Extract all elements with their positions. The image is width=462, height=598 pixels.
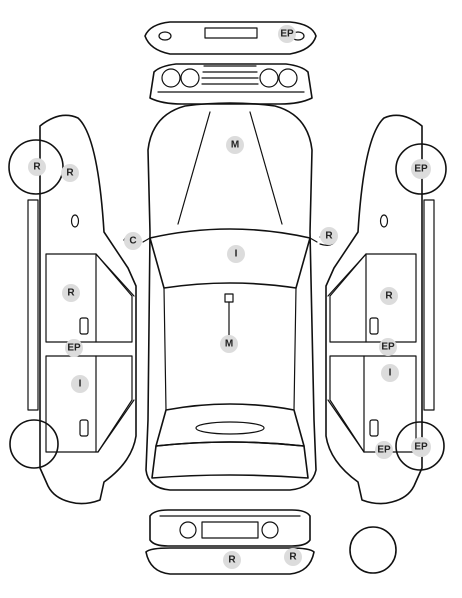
svg-text:EP: EP	[280, 29, 294, 40]
svg-text:R: R	[325, 231, 333, 242]
svg-text:C: C	[129, 236, 136, 247]
badge-right-front-wheel-ep[interactable]: EP	[411, 159, 431, 179]
svg-text:M: M	[225, 339, 233, 350]
right-side-view[interactable]	[319, 114, 447, 505]
badge-front-bumper-ep[interactable]: EP	[278, 25, 296, 43]
badge-left-rear-door-i[interactable]: I	[71, 375, 89, 393]
svg-text:R: R	[228, 555, 236, 566]
svg-text:R: R	[66, 168, 74, 179]
svg-text:EP: EP	[377, 445, 391, 456]
svg-text:R: R	[33, 162, 41, 173]
svg-text:M: M	[231, 140, 239, 151]
car-body-top-view[interactable]	[142, 102, 318, 491]
svg-text:R: R	[289, 552, 297, 563]
rear-bumper[interactable]	[145, 547, 315, 575]
svg-text:R: R	[67, 288, 75, 299]
badge-right-front-door-r[interactable]: R	[380, 287, 398, 305]
svg-text:I: I	[235, 249, 238, 260]
left-side-view[interactable]	[8, 114, 141, 505]
badge-windshield-i[interactable]: I	[227, 245, 245, 263]
rear-light-panel[interactable]	[149, 509, 311, 547]
badge-right-sill-ep[interactable]: EP	[379, 338, 397, 356]
svg-text:EP: EP	[414, 442, 428, 453]
svg-text:EP: EP	[67, 343, 81, 354]
badge-rear-bumper-r-right[interactable]: R	[284, 548, 302, 566]
badge-right-rear-wheel-ep[interactable]: EP	[411, 437, 431, 457]
badge-right-rear-quarter-ep[interactable]: EP	[375, 441, 393, 459]
badge-rear-bumper-r-left[interactable]: R	[223, 551, 241, 569]
badge-left-mirror-c[interactable]: C	[124, 232, 142, 250]
svg-text:EP: EP	[381, 342, 395, 353]
badge-left-sill-ep[interactable]: EP	[65, 339, 83, 357]
svg-text:EP: EP	[414, 164, 428, 175]
badge-left-front-door-r[interactable]: R	[62, 284, 80, 302]
svg-text:R: R	[385, 291, 393, 302]
svg-text:I: I	[389, 368, 392, 379]
badge-right-mirror-r[interactable]: R	[320, 227, 338, 245]
badge-left-front-wheel-r[interactable]: R	[28, 158, 46, 176]
spare-wheel[interactable]	[349, 526, 397, 574]
badge-roof-m[interactable]: M	[220, 335, 238, 353]
front-grille[interactable]	[149, 63, 313, 105]
svg-text:I: I	[79, 379, 82, 390]
badge-right-rear-door-i[interactable]: I	[381, 364, 399, 382]
badge-hood-m[interactable]: M	[226, 136, 244, 154]
front-bumper[interactable]	[144, 21, 317, 55]
badge-left-front-fender-r[interactable]: R	[61, 164, 79, 182]
